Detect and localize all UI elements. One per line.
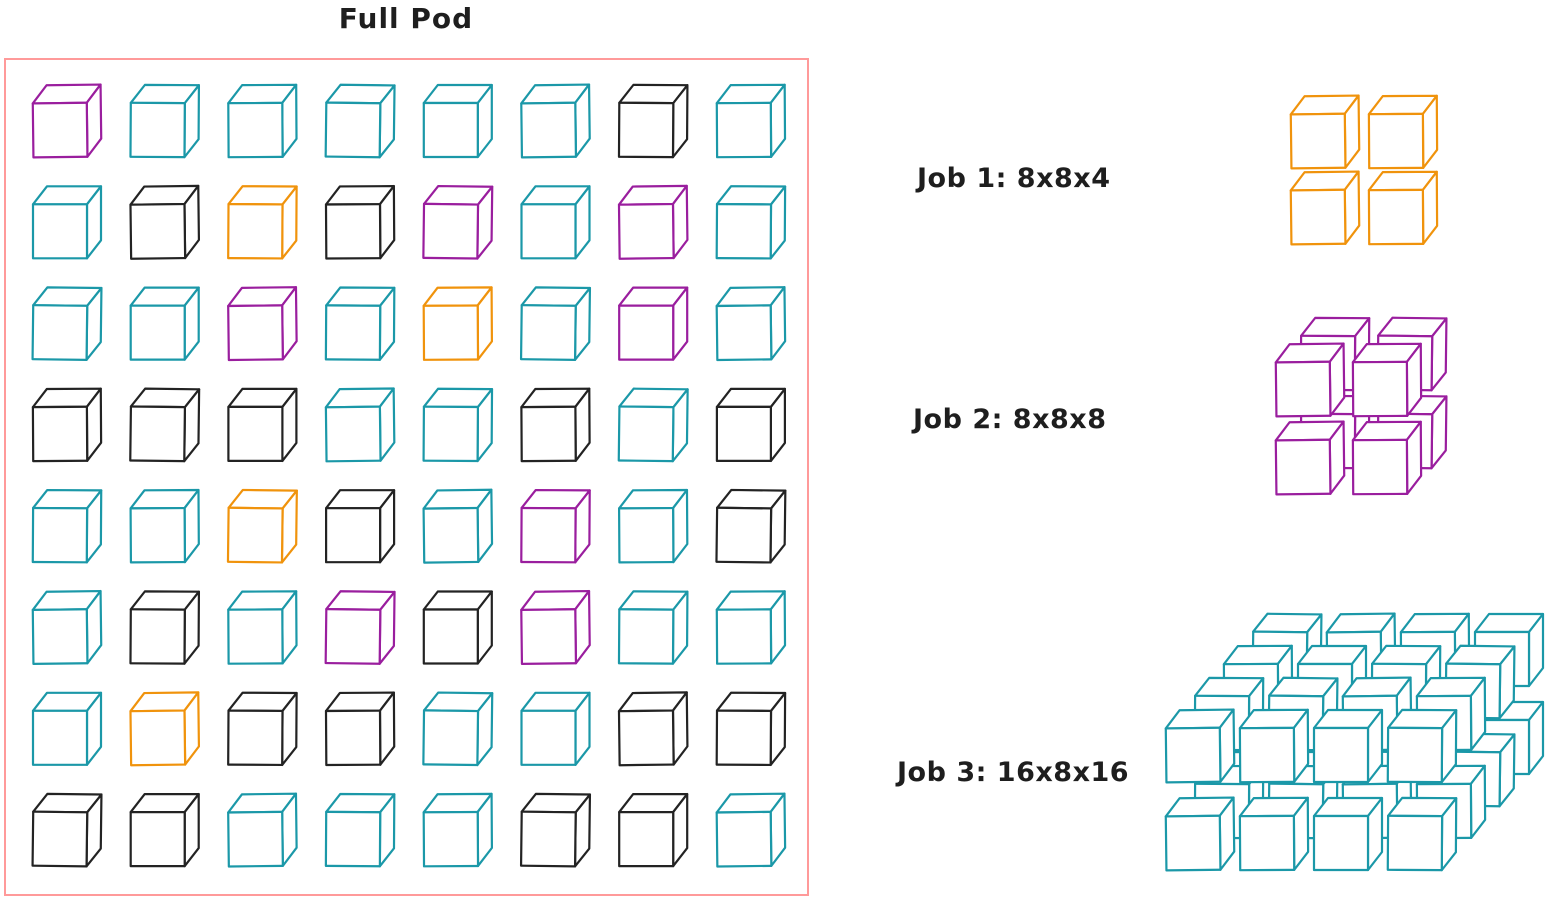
pod-cube xyxy=(324,792,396,868)
pod-cube xyxy=(324,184,396,260)
pod-cube xyxy=(129,792,200,868)
pod-cube xyxy=(422,488,494,564)
pod-cube xyxy=(31,488,103,564)
pod-cube xyxy=(715,286,787,362)
pod-cube xyxy=(129,590,201,665)
job-cube xyxy=(1312,796,1384,872)
pod-cube xyxy=(519,286,592,361)
job-cube xyxy=(1351,420,1423,496)
pod-cube xyxy=(129,691,201,767)
pod-cube xyxy=(422,83,493,159)
pod-cube xyxy=(325,489,396,564)
pod-cube xyxy=(31,286,103,361)
pod-cube xyxy=(227,286,298,362)
pod-cube xyxy=(31,792,103,868)
pod-cube xyxy=(520,185,591,260)
pod-cube xyxy=(227,590,298,665)
pod-cube xyxy=(520,83,591,159)
pod-cube xyxy=(129,387,201,463)
pod-cube xyxy=(715,792,787,868)
pod-cube xyxy=(422,691,494,767)
pod-cube xyxy=(226,488,298,564)
pod-cube xyxy=(422,387,494,463)
job-cube xyxy=(1386,796,1458,872)
pod-cube xyxy=(617,387,689,463)
job-1-label: Job 1: 8x8x4 xyxy=(917,163,1111,194)
pod-title: Full Pod xyxy=(338,2,474,35)
pod-cube xyxy=(715,387,787,462)
pod-cube xyxy=(324,387,396,463)
job-cube xyxy=(1289,170,1361,246)
job-cube xyxy=(1274,420,1346,496)
job-cube xyxy=(1289,94,1361,170)
pod-cube xyxy=(227,83,298,159)
pod-cube xyxy=(324,286,396,361)
pod-cube xyxy=(618,286,689,361)
pod-cube xyxy=(715,691,787,767)
job-3-label: Job 3: 16x8x16 xyxy=(897,757,1130,788)
pod-cube xyxy=(715,590,787,665)
pod-cube xyxy=(31,185,103,260)
pod-cube xyxy=(31,83,103,159)
pod-cube xyxy=(520,691,591,766)
pod-cube xyxy=(617,590,689,665)
job-2-label: Job 2: 8x8x8 xyxy=(913,404,1107,435)
pod-cube xyxy=(422,286,494,361)
job-cube xyxy=(1312,708,1384,784)
pod-cube xyxy=(227,387,298,462)
pod-cube xyxy=(520,387,591,463)
job-cube xyxy=(1367,170,1439,246)
pod-cube xyxy=(227,792,298,868)
pod-cube xyxy=(617,488,689,564)
pod-cube xyxy=(617,691,689,767)
pod-cube xyxy=(519,792,592,868)
pod-cube xyxy=(227,185,298,260)
pod-cube xyxy=(129,286,200,361)
pod-cube xyxy=(715,185,787,260)
pod-cube xyxy=(129,184,201,260)
job-cube xyxy=(1386,708,1458,784)
full-pod-box xyxy=(4,58,809,896)
pod-cube xyxy=(31,589,103,666)
pod-cube xyxy=(422,590,493,665)
pod-cube xyxy=(520,488,591,564)
pod-cube xyxy=(31,387,103,463)
pod-cube xyxy=(617,184,689,260)
pod-cube xyxy=(422,184,494,260)
pod-cube xyxy=(617,83,689,159)
job-cube xyxy=(1274,342,1346,418)
pod-cube xyxy=(715,488,787,564)
pod-cube xyxy=(324,83,396,159)
job-cube xyxy=(1164,796,1236,872)
job-cube xyxy=(1351,342,1423,418)
job-cube xyxy=(1164,708,1236,784)
pod-cube xyxy=(715,83,787,159)
pod-cube xyxy=(129,83,201,159)
pod-cube xyxy=(129,488,200,564)
job-cube xyxy=(1367,94,1439,170)
job-cube xyxy=(1238,708,1310,784)
pod-cube xyxy=(422,792,494,868)
job-cube xyxy=(1238,796,1310,872)
pod-cube xyxy=(227,691,298,767)
pod-cube xyxy=(324,691,396,767)
pod-cube xyxy=(324,590,396,665)
pod-cube xyxy=(31,691,103,766)
pod-cube xyxy=(618,792,689,868)
pod-cube xyxy=(520,589,591,666)
